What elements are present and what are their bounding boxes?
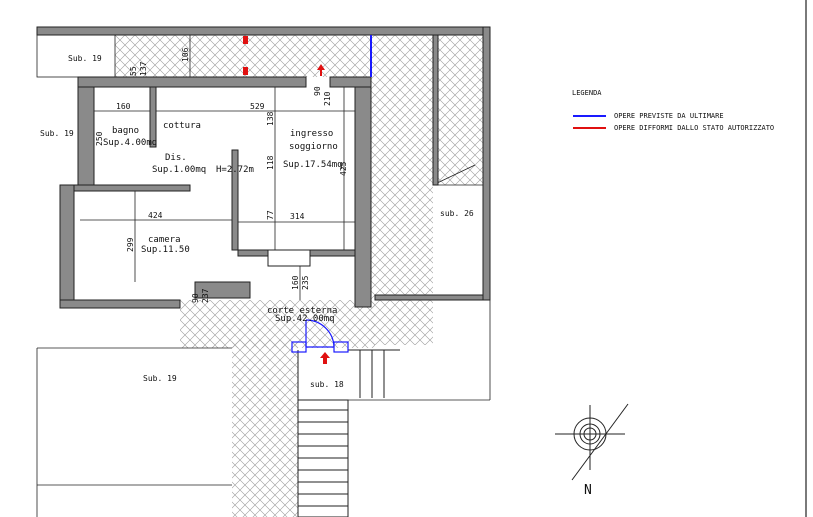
dim-424: 424 [148, 211, 163, 220]
blue-planned-works [291, 35, 372, 353]
hatched-areas [115, 35, 483, 517]
dim-299: 299 [126, 237, 135, 252]
dim-118: 118 [266, 155, 275, 170]
label-sub26: sub. 26 [440, 209, 474, 218]
stair-treads [297, 349, 400, 517]
legend: LEGENDA OPERE PREVISTE DA ULTIMARE OPERE… [572, 89, 774, 132]
room-ingresso-name: ingresso [290, 129, 333, 139]
walls [36, 26, 491, 309]
label-sub19-left: Sub. 19 [40, 129, 74, 138]
dim-106: 106 [181, 47, 190, 62]
label-sub19-top: Sub. 19 [68, 54, 102, 63]
dim-235: 235 [301, 275, 310, 290]
room-cottura-name: cottura [163, 121, 201, 131]
dim-529: 529 [250, 102, 265, 111]
legend-title: LEGENDA [572, 89, 602, 97]
dim-237: 237 [201, 288, 210, 303]
room-corte-name: corte esterna [267, 306, 337, 316]
dim-90b: 90 [191, 293, 200, 303]
red-markers [243, 36, 330, 364]
dim-160b: 160 [291, 275, 300, 290]
north-label: N [584, 483, 592, 498]
dim-210: 210 [323, 91, 332, 106]
room-camera-area: Sup.11.50 [141, 245, 190, 255]
dimension-lines [80, 35, 355, 300]
room-height: H=2.72m [216, 165, 254, 175]
dim-250: 250 [95, 131, 104, 146]
dim-160: 160 [116, 102, 131, 111]
legend-item-red: OPERE DIFFORMI DALLO STATO AUTORIZZATO [614, 124, 774, 132]
label-sub19-bottom: Sub. 19 [143, 374, 177, 383]
dim-55: 55 [129, 66, 138, 76]
label-sub18: sub. 18 [310, 380, 344, 389]
room-soggiorno-name: soggiorno [289, 142, 338, 152]
room-camera-name: camera [148, 235, 181, 245]
room-dis-area: Sup.1.00mq [152, 165, 206, 175]
dim-77: 77 [266, 210, 275, 220]
dim-90: 90 [313, 86, 322, 96]
room-bagno-area: Sup.4.00mq [103, 138, 157, 148]
dim-138: 138 [266, 111, 275, 126]
room-soggiorno-area: Sup.17.54mq [283, 160, 343, 170]
room-dis-name: Dis. [165, 153, 187, 163]
north-arrow-icon [555, 403, 629, 481]
dim-425: 425 [339, 161, 348, 176]
legend-item-blue: OPERE PREVISTE DA ULTIMARE [614, 112, 724, 120]
dim-314: 314 [290, 212, 305, 221]
room-corte-area: Sup.42.00mq [275, 314, 335, 324]
dim-137: 137 [139, 61, 148, 76]
room-bagno-name: bagno [112, 126, 139, 136]
